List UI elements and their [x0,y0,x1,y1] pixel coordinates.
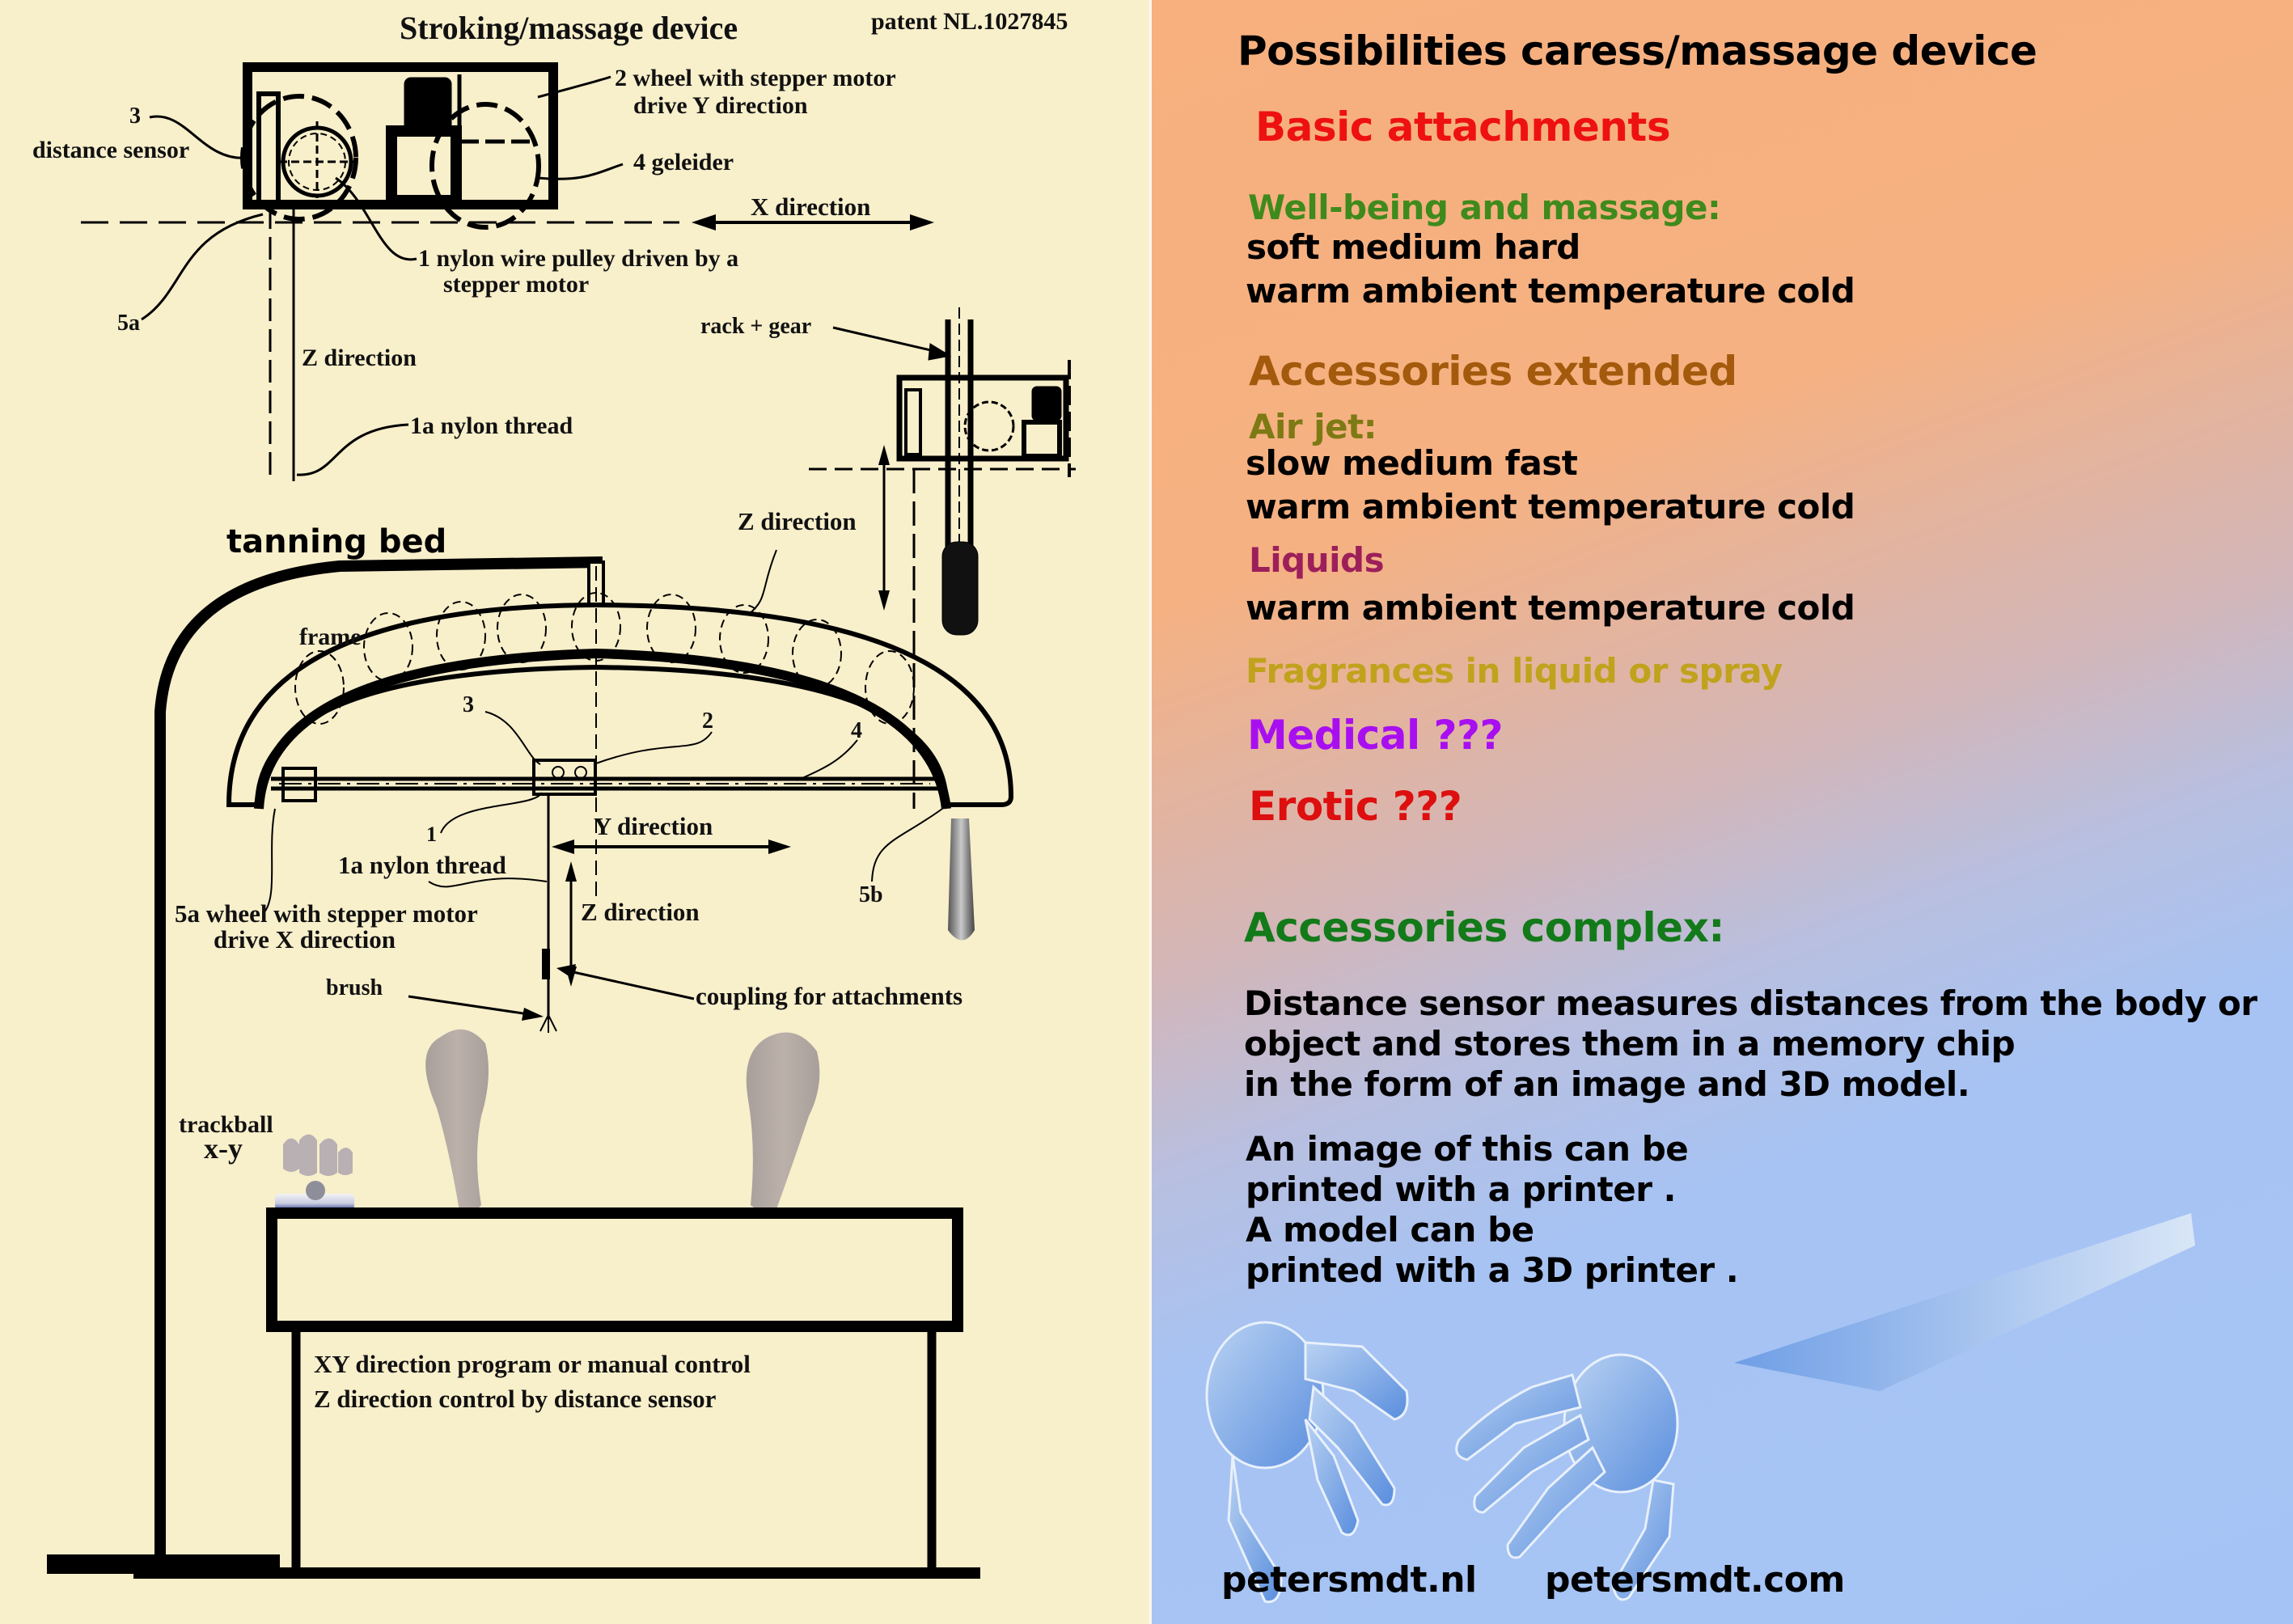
label-wheel-x-2: drive X direction [214,925,396,954]
label-trackball-xy: x-y [204,1132,243,1165]
label-5a-top: 5a [117,311,140,336]
x-direction-label: X direction [751,192,870,221]
label-z-direction-mid: Z direction [581,898,700,926]
table [47,1207,980,1579]
label-control-2: Z direction control by distance sensor [314,1385,717,1413]
rack-gear-assembly [809,307,1076,941]
complex-p2-line-1: An image of this can be [1246,1129,1689,1169]
label-rack-gear: rack + gear [700,314,811,339]
right-foot [746,1032,820,1211]
heading-well-being: Well-being and massage: [1248,188,1721,227]
heading-erotic: Erotic ??? [1249,783,1462,830]
complex-p2-line-2: printed with a printer . [1246,1169,1677,1209]
heading-accessories-extended: Accessories extended [1249,348,1737,395]
complex-p1-line-2: object and stores them in a memory chip [1244,1024,2016,1064]
link-petersmdt-nl[interactable]: petersmdt.nl [1221,1559,1477,1601]
label-num-3: 3 [463,692,474,717]
label-distance-sensor: distance sensor [32,137,189,163]
heading-basic-attachments: Basic attachments [1255,104,1671,150]
label-num-2: 2 [702,708,713,734]
label-pulley-2: stepper motor [443,271,589,298]
patent-number: patent NL.1027845 [871,8,1068,35]
carriage-detail-top [240,62,558,230]
drawing-canvas: Stroking/massage device patent NL.102784… [32,8,1076,1579]
y-direction-arrow [552,839,791,854]
heading-liquids: Liquids [1249,540,1385,580]
diagram-title: Stroking/massage device [400,10,738,46]
label-wheel-x-1: 5a wheel with stepper motor [175,899,478,928]
label-pulley-1: 1 nylon wire pulley driven by a [418,245,738,272]
airjet-line-2: warm ambient temperature cold [1246,487,1855,527]
heading-accessories-complex: Accessories complex: [1244,904,1724,951]
right-hand-icon [1455,1213,2195,1601]
panel-divider [1149,0,1152,1624]
complex-p2-line-3: A model can be [1246,1210,1534,1250]
wellbeing-line-1: soft medium hard [1246,227,1580,267]
label-num-4: 4 [851,718,862,743]
label-brush: brush [326,975,383,1000]
label-control-1: XY direction program or manual control [314,1350,751,1378]
label-z-direction-right: Z direction [738,507,857,535]
heading-medical: Medical ??? [1247,712,1504,759]
technical-drawing-panel: Stroking/massage device patent NL.102784… [32,8,1076,1579]
label-sensor-num: 3 [129,104,141,129]
wellbeing-line-2: warm ambient temperature cold [1246,271,1855,311]
complex-p1-line-1: Distance sensor measures distances from … [1244,983,2257,1023]
brush-tip [539,1014,557,1033]
label-wheel-y-1: 2 wheel with stepper motor [615,65,896,91]
label-y-direction: Y direction [594,812,713,840]
label-tanning-bed: tanning bed [226,523,446,560]
left-hand-icon [1205,1321,1409,1604]
label-wheel-y-2: drive Y direction [633,92,808,119]
complex-p2-line-4: printed with a 3D printer . [1246,1250,1739,1290]
link-petersmdt-com[interactable]: petersmdt.com [1545,1559,1845,1601]
label-trackball: trackball [179,1111,273,1138]
hands-illustration [1205,1213,2195,1604]
possibilities-panel: Possibilities caress/massage device Basi… [1152,0,2293,1624]
panel-title: Possibilities caress/massage device [1237,27,2037,74]
heading-air-jet: Air jet: [1249,407,1377,446]
label-frame: frame [299,624,362,650]
liquids-line-1: warm ambient temperature cold [1246,588,1855,628]
z-direction-arrow-right [878,445,890,611]
airjet-line-1: slow medium fast [1246,443,1578,483]
label-geleider: 4 geleider [633,149,734,176]
label-5b: 5b [859,882,883,907]
left-foot [425,1029,489,1212]
x-direction-arrow [692,214,934,230]
complex-p1-line-3: in the form of an image and 3D model. [1244,1064,1970,1104]
label-num-1: 1 [426,823,437,846]
tanning-bed-drawing [154,556,1014,1573]
coupling-part [542,949,550,979]
label-nylon-thread-mid: 1a nylon thread [338,851,506,879]
trackball-device [275,1134,354,1210]
heading-fragrances: Fragrances in liquid or spray [1246,651,1783,691]
label-coupling: coupling for attachments [696,982,962,1010]
label-nylon-thread-top: 1a nylon thread [410,412,573,439]
label-z-direction-top: Z direction [302,345,417,371]
